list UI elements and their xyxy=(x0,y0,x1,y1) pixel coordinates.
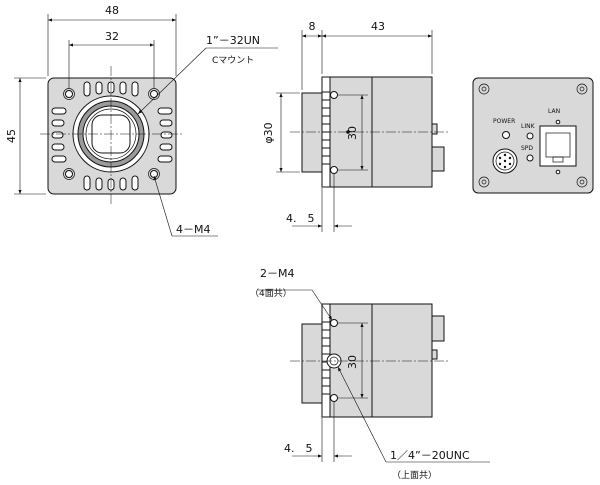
rear-corner-screws xyxy=(478,83,588,188)
bottom-connector xyxy=(431,315,445,342)
label-bottom-tapped-holes: 2－M4 xyxy=(260,267,295,280)
dim-side-offset: 4. 5 xyxy=(286,212,315,225)
label-front-tapped-holes: 4－M4 xyxy=(176,223,211,236)
side-view: 8 43 φ30 30 4. 5 xyxy=(262,20,450,232)
dim-mount-hole-spacing: 32 xyxy=(105,30,119,43)
side-connector xyxy=(431,146,445,172)
rear-view: POWER LAN LINK SPD xyxy=(472,77,594,194)
bottom-lens-mount xyxy=(301,323,323,404)
bottom-view: 30 2－M4 （4面共） 4. 5 1／4”－20UNC （上面共） xyxy=(250,267,490,481)
spd-led xyxy=(526,154,534,162)
link-led xyxy=(526,132,534,140)
label-tripod-note: （上面共） xyxy=(392,470,437,481)
dim-side-hole-spacing: 30 xyxy=(346,126,359,140)
label-lens-thread: 1”－32UN xyxy=(206,34,260,47)
rear-label-link: LINK xyxy=(521,123,536,130)
label-lens-mount: Cマウント xyxy=(212,55,254,66)
dim-bottom-offset: 4. 5 xyxy=(284,442,313,455)
side-slots xyxy=(321,91,331,165)
front-cooling-fins xyxy=(51,81,173,191)
rear-label-spd: SPD xyxy=(521,145,533,152)
dim-bottom-hole-spacing: 30 xyxy=(346,355,359,369)
dim-body-depth: 43 xyxy=(371,20,385,33)
dim-height-overall: 45 xyxy=(5,129,18,143)
lan-port xyxy=(539,125,577,167)
dim-mount-diameter: φ30 xyxy=(262,122,275,143)
label-bottom-tapped-holes-note: （4面共） xyxy=(250,288,292,299)
label-tripod-thread: 1／4”－20UNC xyxy=(390,449,470,462)
power-led xyxy=(502,131,510,139)
front-view: 48 32 45 1”－32UN Cマウント 4－M4 xyxy=(5,4,278,237)
dim-mount-depth: 8 xyxy=(309,20,316,33)
side-lens-mount xyxy=(301,92,323,173)
dim-width-overall: 48 xyxy=(105,4,119,17)
rear-label-power: POWER xyxy=(493,118,515,125)
rear-label-lan: LAN xyxy=(548,108,560,115)
front-corner-holes xyxy=(63,88,160,180)
